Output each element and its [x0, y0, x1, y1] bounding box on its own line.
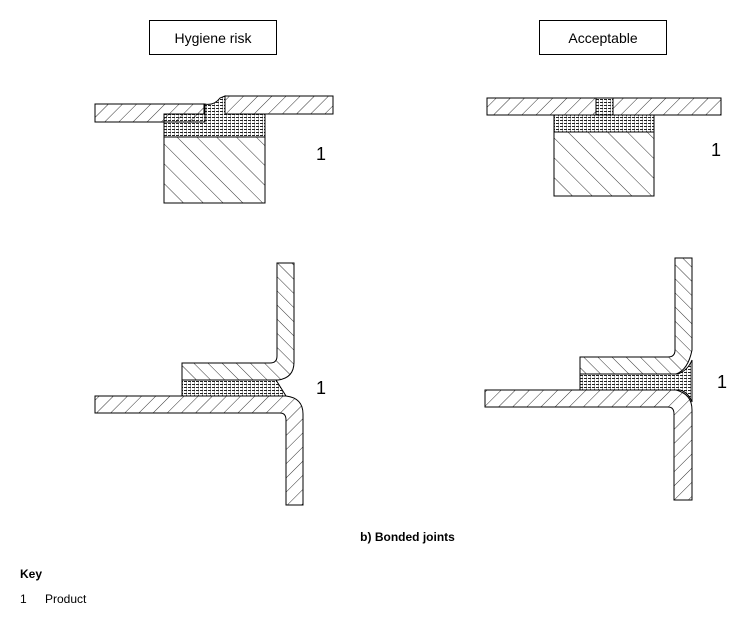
- product-block: [553, 131, 655, 197]
- adhesive-layer: [553, 114, 655, 133]
- lower-angle: [484, 389, 693, 501]
- key-item-number: 1: [20, 592, 27, 606]
- upper-angle: [181, 262, 295, 381]
- upper-angle: [579, 257, 693, 375]
- left-plate: [486, 97, 597, 116]
- hygiene-risk-flat-joint: [94, 95, 334, 204]
- adhesive-layer: [181, 379, 287, 397]
- right-plate: [224, 95, 334, 115]
- acceptable-angle-joint: [484, 257, 693, 501]
- callout-product: 1: [711, 140, 722, 160]
- left-plate: [94, 103, 206, 123]
- hygiene-risk-angle-joint: [94, 262, 304, 506]
- figure-caption: b) Bonded joints: [360, 530, 455, 544]
- key-item-label: Product: [45, 592, 87, 606]
- lower-angle: [94, 395, 304, 506]
- acceptable-heading: Acceptable: [539, 20, 667, 55]
- hygiene-risk-heading: Hygiene risk: [149, 20, 277, 55]
- key-item: 1 Product: [20, 592, 86, 606]
- callout-product: 1: [717, 372, 728, 392]
- callout-product: 1: [316, 378, 327, 398]
- adhesive-layer: [579, 359, 693, 403]
- acceptable-flat-joint: [486, 97, 722, 197]
- right-plate: [612, 97, 722, 116]
- callout-product: 1: [316, 144, 327, 164]
- product-block: [163, 136, 266, 204]
- key-title: Key: [20, 567, 43, 581]
- adhesive-plug: [595, 97, 614, 116]
